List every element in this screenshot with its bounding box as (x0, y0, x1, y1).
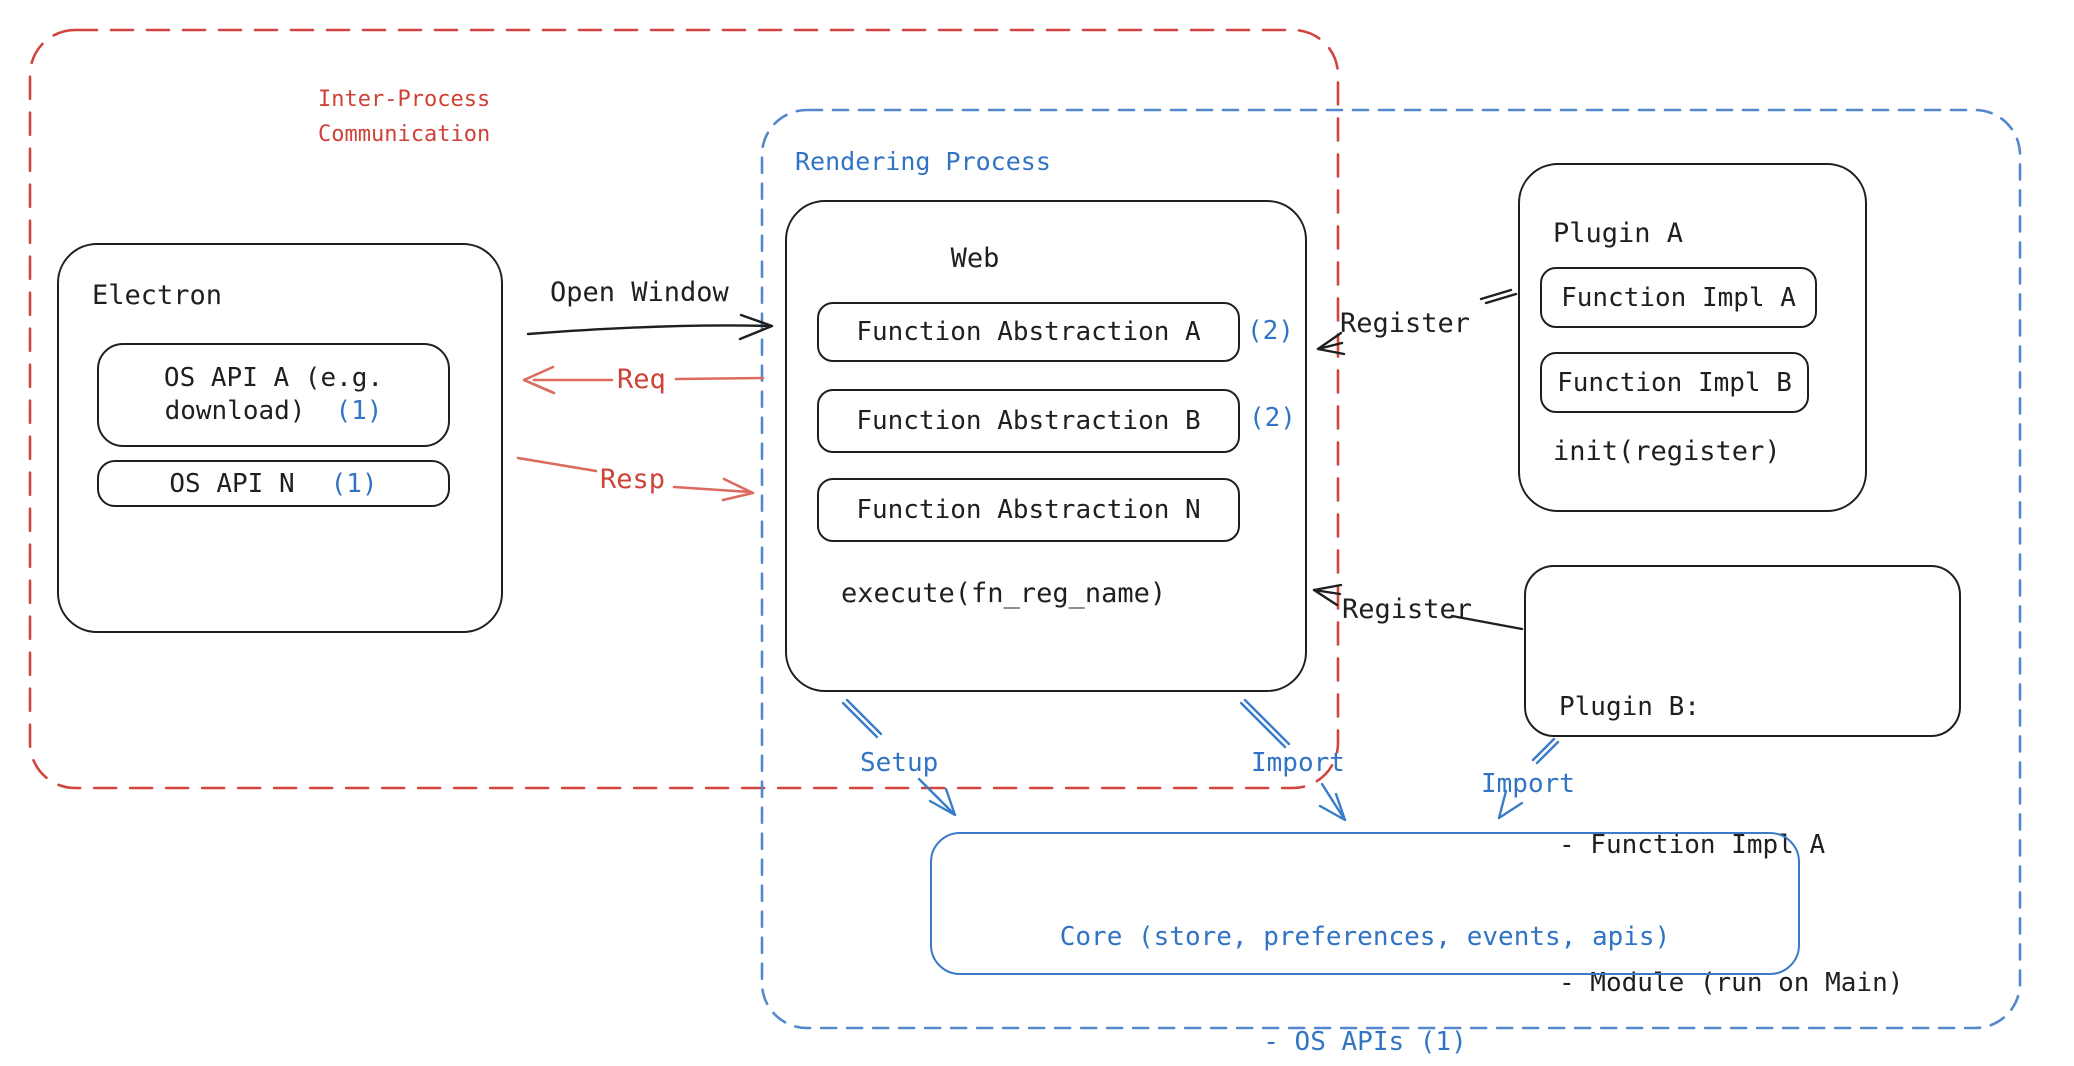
os-api-a-line1: OS API A (e.g. (163, 363, 384, 393)
rendering-region-label: Rendering Process (795, 147, 1051, 176)
electron-title: Electron (92, 280, 223, 311)
function-abstraction-a-label: Function Abstraction A (856, 317, 1201, 347)
core-line1: Core (store, preferences, events, apis) (1059, 922, 1671, 952)
core-text: Core (store, preferences, events, apis) … (930, 850, 1800, 1066)
os-api-a-ref: (1) (335, 396, 383, 426)
plugin-a-title: Plugin A (1553, 218, 1684, 249)
import-arrow-2 (1497, 737, 1560, 820)
rendering-dashed-box (760, 108, 2022, 1030)
web-title: Web (950, 243, 1000, 274)
os-api-a-box: OS API A (e.g. download) (1) (97, 343, 450, 447)
init-register-label: init(register) (1553, 436, 1781, 467)
req-label: Req (617, 364, 666, 395)
function-impl-b-box: Function Impl B (1540, 352, 1809, 413)
function-abstraction-a-ref: (2) (1247, 316, 1294, 346)
execute-label: execute(fn_reg_name) (841, 578, 1167, 609)
function-abstraction-b-ref: (2) (1249, 403, 1296, 433)
ipc-dashed-box (28, 28, 1340, 790)
os-api-a-line2: download) (164, 396, 306, 426)
electron-box (57, 243, 503, 633)
os-api-n-box: OS API N (1) (97, 460, 450, 507)
function-impl-b-label: Function Impl B (1557, 367, 1792, 398)
plugin-b-line1: Plugin B: (1559, 692, 1700, 722)
register-arrow-1 (1316, 288, 1518, 356)
resp-label: Resp (600, 464, 666, 495)
core-box (930, 832, 1800, 975)
plugin-b-box (1524, 565, 1961, 737)
os-api-n-label: OS API N (169, 468, 295, 499)
function-abstraction-b-box: Function Abstraction B (817, 389, 1240, 453)
plugin-a-box (1518, 163, 1867, 512)
import-arrow-1 (1239, 698, 1347, 822)
web-box (785, 200, 1307, 692)
register-arrow-2 (1312, 583, 1524, 631)
os-api-n-ref: (1) (330, 468, 378, 499)
function-abstraction-b-label: Function Abstraction B (856, 406, 1201, 436)
function-abstraction-n-box: Function Abstraction N (817, 478, 1240, 542)
open-window-arrow (526, 313, 774, 341)
import-label-2: Import (1481, 769, 1575, 799)
resp-arrow (516, 456, 755, 502)
core-line2: - OS APIs (1) (1263, 1027, 1467, 1057)
function-impl-a-label: Function Impl A (1561, 282, 1796, 313)
register-label-1: Register (1340, 308, 1471, 339)
register-label-2: Register (1342, 594, 1473, 625)
open-window-label: Open Window (550, 277, 729, 308)
setup-label: Setup (860, 748, 939, 778)
function-abstraction-a-box: Function Abstraction A (817, 302, 1240, 362)
function-abstraction-n-label: Function Abstraction N (856, 495, 1201, 525)
setup-arrow (841, 698, 957, 817)
req-arrow (522, 365, 765, 395)
function-impl-a-box: Function Impl A (1540, 267, 1817, 328)
import-label-1: Import (1251, 748, 1345, 778)
